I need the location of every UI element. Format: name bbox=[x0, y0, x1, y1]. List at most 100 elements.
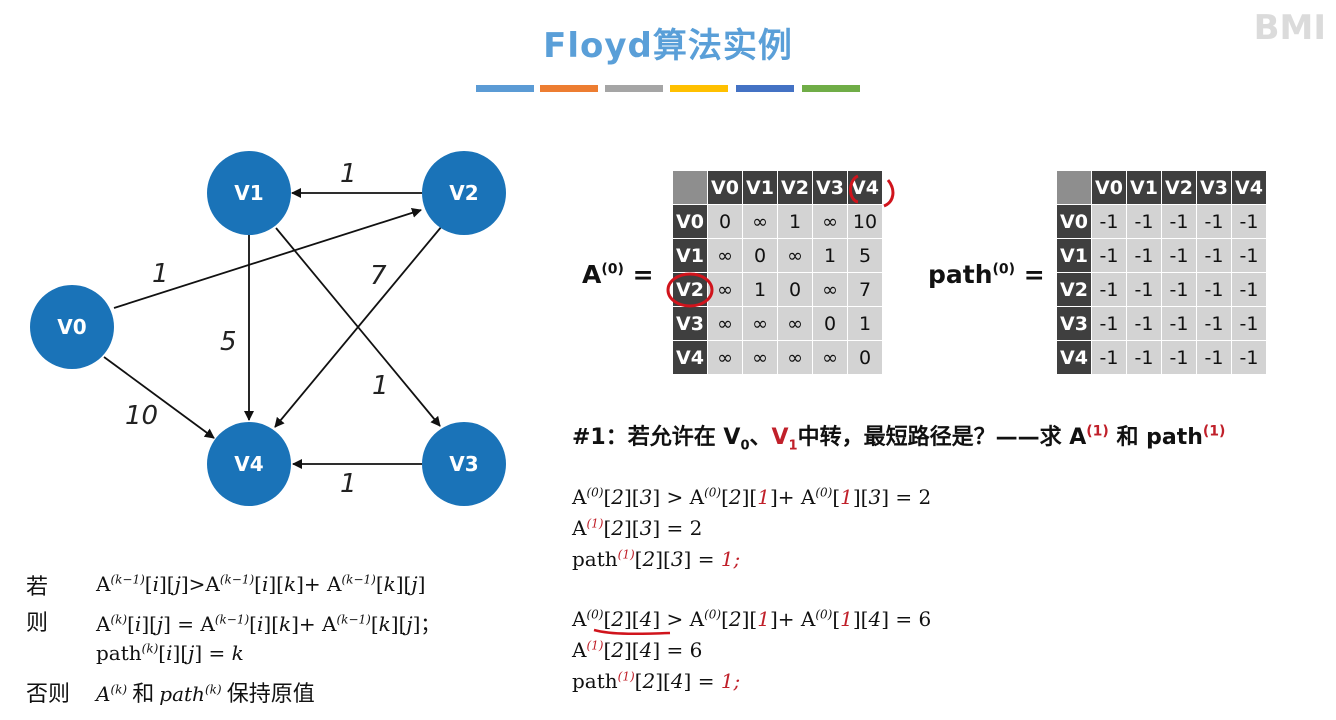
table-row: V2 -1 -1 -1 -1 -1 bbox=[1056, 272, 1267, 307]
question-v1: V bbox=[771, 425, 789, 450]
table-cell: 0 bbox=[707, 204, 743, 239]
edge-weight-v3-v4: 1 bbox=[340, 469, 357, 499]
table-header-row: V0 V1 V2 V3 V4 bbox=[672, 170, 883, 205]
table-cell: -1 bbox=[1231, 204, 1267, 239]
table-row: V0 0 ∞ 1 ∞ 10 bbox=[672, 204, 883, 239]
table-cell: 0 bbox=[847, 340, 883, 375]
table-cell: ∞ bbox=[812, 340, 848, 375]
distance-matrix: V0 V1 V2 V3 V4 V0 0 ∞ 1 ∞ 10 V1 ∞ 0 ∞ 1 … bbox=[672, 170, 883, 375]
row-header: V0 bbox=[1056, 204, 1092, 239]
calc-line-3: path(1)[2][3] = 1; bbox=[572, 547, 741, 571]
row-header: V1 bbox=[672, 238, 708, 273]
rule-else-and: 和 bbox=[132, 682, 155, 707]
column-header: V4 bbox=[1231, 170, 1267, 205]
edge-weight-v0-v2: 1 bbox=[152, 259, 169, 289]
table-cell: ∞ bbox=[742, 204, 778, 239]
rule-then-expression: A(k)[i][j] = A(k−1)[i][k]+ A(k−1)[k][j]； bbox=[96, 612, 441, 636]
watermark-logo: BMI bbox=[1253, 8, 1326, 48]
table-cell: -1 bbox=[1161, 306, 1197, 341]
table-cell: -1 bbox=[1091, 272, 1127, 307]
annotation-hook bbox=[883, 179, 895, 208]
question-sup2: (1) bbox=[1202, 423, 1226, 440]
table-cell: ∞ bbox=[707, 340, 743, 375]
table-cell: ∞ bbox=[777, 340, 813, 375]
column-header: V1 bbox=[1126, 170, 1162, 205]
edge-weight-v1-v4: 5 bbox=[220, 327, 237, 357]
path-matrix: V0 V1 V2 V3 V4 V0 -1 -1 -1 -1 -1 V1 -1 -… bbox=[1056, 170, 1267, 375]
table-cell: -1 bbox=[1196, 272, 1232, 307]
table-cell: -1 bbox=[1161, 272, 1197, 307]
node-v1: V1 bbox=[207, 151, 291, 235]
color-bar-3 bbox=[605, 85, 663, 92]
row-header: V2 bbox=[1056, 272, 1092, 307]
table-cell: -1 bbox=[1091, 238, 1127, 273]
table-cell: -1 bbox=[1126, 238, 1162, 273]
row-header: V4 bbox=[672, 340, 708, 375]
color-bar-5 bbox=[736, 85, 794, 92]
table-cell: 1 bbox=[847, 306, 883, 341]
rule-if-label: 若 bbox=[26, 575, 49, 600]
table-cell: ∞ bbox=[742, 306, 778, 341]
table-row: V2 ∞ 1 0 ∞ 7 bbox=[672, 272, 883, 307]
table-row: V0 -1 -1 -1 -1 -1 bbox=[1056, 204, 1267, 239]
table-cell: 10 bbox=[847, 204, 883, 239]
row-header: V4 bbox=[1056, 340, 1092, 375]
edge-v0-v4 bbox=[103, 356, 215, 439]
calc-line-4: A(0)[2][4] > A(0)[2][1]+ A(0)[1][4] = 6 bbox=[572, 607, 932, 631]
rule-if-expression: A(k−1)[i][j]>A(k−1)[i][k]+ A(k−1)[k][j] bbox=[96, 572, 426, 596]
node-label: V3 bbox=[449, 452, 478, 476]
table-cell: -1 bbox=[1196, 340, 1232, 375]
question-sep: 、 bbox=[749, 425, 772, 450]
edge-weight-v2-v1: 1 bbox=[340, 159, 357, 189]
calc-line-2: A(1)[2][3] = 2 bbox=[572, 516, 703, 540]
question-v0-sub: 0 bbox=[740, 438, 750, 454]
table-cell: -1 bbox=[1091, 204, 1127, 239]
node-v3: V3 bbox=[422, 422, 506, 506]
matrix-path-label: path(0) = bbox=[928, 260, 1045, 289]
table-cell: -1 bbox=[1091, 340, 1127, 375]
matrix-path-sup: (0) bbox=[992, 261, 1016, 278]
graph-diagram: 1 1 5 7 1 10 1 V0 V1 V2 V3 V4 bbox=[30, 151, 506, 506]
table-cell: -1 bbox=[1231, 272, 1267, 307]
table-cell: -1 bbox=[1196, 204, 1232, 239]
table-cell: -1 bbox=[1196, 238, 1232, 273]
table-cell: -1 bbox=[1231, 340, 1267, 375]
table-cell: ∞ bbox=[812, 204, 848, 239]
column-header: V3 bbox=[812, 170, 848, 205]
node-v4: V4 bbox=[207, 422, 291, 506]
column-header: V0 bbox=[707, 170, 743, 205]
question-prefix: #1：若允许在 V bbox=[572, 425, 741, 450]
node-label: V0 bbox=[57, 315, 86, 339]
table-corner bbox=[1056, 170, 1092, 205]
column-header: V0 bbox=[1091, 170, 1127, 205]
table-cell: 1 bbox=[812, 238, 848, 273]
annotation-bracket bbox=[849, 174, 859, 204]
edge-v0-v2 bbox=[113, 207, 422, 309]
color-bar-2 bbox=[540, 85, 598, 92]
question-and: 和 path bbox=[1108, 425, 1203, 450]
table-cell: -1 bbox=[1126, 272, 1162, 307]
matrix-path-name: path bbox=[928, 260, 993, 289]
table-cell: 5 bbox=[847, 238, 883, 273]
table-cell: ∞ bbox=[707, 238, 743, 273]
color-bar-4 bbox=[670, 85, 728, 92]
annotation-circle-v2 bbox=[666, 272, 714, 308]
edge-weight-v2-v4: 7 bbox=[370, 261, 387, 291]
question-text: #1：若允许在 V0、V1中转，最短路径是？——求 A(1) 和 path(1) bbox=[572, 419, 1226, 454]
table-cell: 1 bbox=[742, 272, 778, 307]
table-cell: ∞ bbox=[812, 272, 848, 307]
node-label: V1 bbox=[234, 181, 263, 205]
rule-else-label: 否则 bbox=[26, 682, 71, 707]
table-cell: -1 bbox=[1126, 340, 1162, 375]
table-row: V4 -1 -1 -1 -1 -1 bbox=[1056, 340, 1267, 375]
column-header: V3 bbox=[1196, 170, 1232, 205]
annotation-underline bbox=[593, 628, 671, 636]
table-row: V1 ∞ 0 ∞ 1 5 bbox=[672, 238, 883, 273]
handwritten-annotations bbox=[666, 174, 895, 308]
page-title: Floyd算法实例 bbox=[543, 26, 793, 66]
rule-else-tail: 保持原值 bbox=[226, 682, 315, 707]
table-cell: -1 bbox=[1161, 204, 1197, 239]
calc-line-6: path(1)[2][4] = 1; bbox=[572, 669, 741, 693]
underline-annotation bbox=[593, 628, 671, 636]
table-cell: -1 bbox=[1196, 306, 1232, 341]
